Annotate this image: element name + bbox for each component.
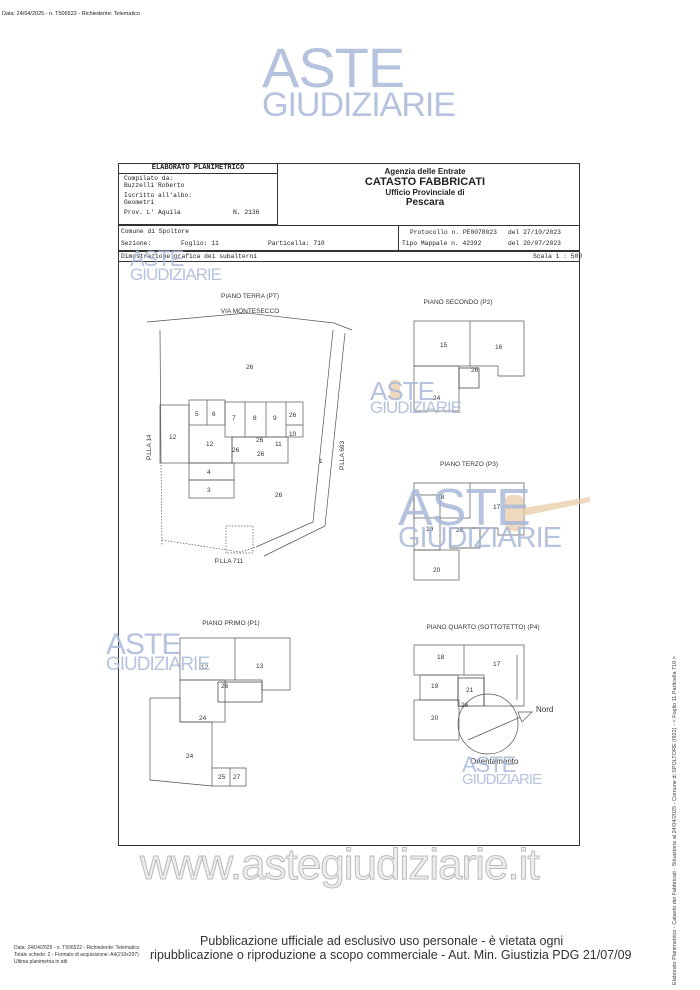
room-label: 5 [195, 411, 199, 418]
plan-frame [118, 163, 580, 846]
room-label: 26 [257, 451, 265, 458]
room-label: 1 [319, 458, 323, 465]
room-label: 4 [207, 469, 211, 476]
watermark-logo: ASTE GIUDIZIARIE [262, 36, 456, 124]
plla-711-label: P.LLA 711 [215, 558, 244, 565]
iscritto-label: Iscritto all'albo: [124, 192, 193, 199]
room-label: 26 [456, 527, 464, 534]
ufficio: Ufficio Provinciale di [385, 188, 465, 197]
room-label: 13 [256, 663, 264, 670]
room-label: 26 [471, 367, 479, 374]
albo-number: N. 2136 [233, 209, 260, 216]
room-label: 20 [431, 715, 439, 722]
room-label: 26 [256, 437, 264, 444]
catasto: CATASTO FABBRICATI [364, 176, 486, 188]
room-label: 11 [275, 441, 282, 448]
room-label: 3 [207, 487, 211, 494]
author-box: ELABORATO PLANIMETRICO Compilato da: Buz… [118, 163, 278, 225]
room-label: 9 [273, 415, 277, 422]
plan-title-pt: PIANO TERRA (PT) [221, 293, 279, 300]
tipo-mappale: Tipo Mappale n. 42392 [402, 240, 482, 247]
room-label: 15 [440, 342, 448, 349]
agency: Agenzia delle Entrate [384, 167, 466, 176]
watermark-site: www.astegiudiziarie.it [140, 840, 541, 890]
room-label: 17 [493, 504, 501, 511]
publication-notice-2: ripubblicazione o riproduzione a scopo c… [150, 948, 632, 962]
room-label: 8 [253, 415, 257, 422]
room-label: 25 [218, 774, 226, 781]
room-label: 26 [461, 702, 469, 709]
room-label: 26 [289, 412, 297, 419]
room-label: 6 [212, 411, 216, 418]
gavel-icon [390, 380, 590, 531]
room-label: 26 [246, 364, 254, 371]
room-label: 19 [431, 683, 439, 690]
elaborato-title: ELABORATO PLANIMETRICO [119, 164, 277, 174]
iscritto-value: Geometri [124, 199, 155, 206]
room-label: 26 [232, 447, 240, 454]
compilato-label: Compilato da: [124, 175, 174, 182]
room-label: 12 [169, 434, 177, 441]
room-label: 19 [426, 526, 434, 533]
agency-block: Agenzia delle Entrate CATASTO FABBRICATI… [330, 167, 520, 208]
room-label: 24 [186, 753, 194, 760]
prov-row: Prov. L' Aquila N. 2136 [124, 209, 277, 216]
room-label: 26 [221, 683, 229, 690]
vertical-footer: Elaborato Planimetrico - Catasto dei Fab… [672, 656, 678, 985]
room-label: 17 [493, 661, 501, 668]
street-name: VIA MONTESECCO [221, 308, 280, 315]
plla-693-label: P.LLA 693 [339, 440, 346, 470]
subalterni-box [118, 251, 580, 262]
footer-line1: Data: 24/04/2025 - n. T506522 - Richiede… [14, 945, 140, 951]
room-label: 24 [199, 715, 207, 722]
tipo-date: del 20/07/2023 [508, 240, 561, 247]
foglio: Foglio: 11 [181, 240, 219, 247]
room-label: 18 [437, 654, 445, 661]
comune: Comune di Spoltore [121, 228, 190, 235]
prov: Prov. L' Aquila [124, 209, 181, 216]
publication-notice-1: Pubblicazione ufficiale ad esclusivo uso… [200, 934, 564, 948]
particella: Particella: 710 [268, 240, 325, 247]
scala: Scala 1 : 500 [533, 253, 583, 260]
footer-line2: Totale schede: 2 - Formato di acquisizio… [14, 952, 139, 958]
room-label: 12 [201, 664, 209, 671]
protocol-box [398, 225, 580, 251]
protocollo: Protocollo n. PE0078023 [410, 229, 497, 236]
room-label: 27 [233, 774, 241, 781]
room-label: 16 [495, 344, 503, 351]
room-label: 7 [232, 415, 236, 422]
plan-title-p2: PIANO SECONDO (P2) [424, 299, 493, 306]
plla-14-label: P.LLA 14 [146, 434, 153, 460]
protocollo-date: del 27/10/2023 [508, 229, 561, 236]
compilato-value: Buzzelli Roberto [124, 182, 185, 189]
room-label: 21 [466, 687, 474, 694]
footer-line3: Ultima planimetria in atti [14, 959, 68, 965]
room-label: 24 [433, 395, 441, 402]
room-label: 18 [437, 494, 445, 501]
plan-title-p3: PIANO TERZO (P3) [440, 461, 498, 468]
room-label: 12 [206, 441, 214, 448]
room-label: 10 [289, 431, 297, 438]
room-label: 26 [275, 492, 283, 499]
sezione: Sezione: [121, 240, 152, 247]
room-label: 20 [433, 567, 441, 574]
plan-title-p1: PIANO PRIMO (P1) [202, 620, 259, 627]
orientation-label: Orientamento [470, 757, 519, 766]
plan-title-p4: PIANO QUARTO (SOTTOTETTO) (P4) [426, 624, 539, 631]
city: Pescara [405, 197, 445, 208]
top-note: Data: 24/04/2025 - n. T506522 - Richiede… [2, 11, 140, 17]
north-label: Nord [536, 705, 553, 714]
dimostrazione: Dimostrazione grafica dei subalterni [121, 253, 258, 260]
